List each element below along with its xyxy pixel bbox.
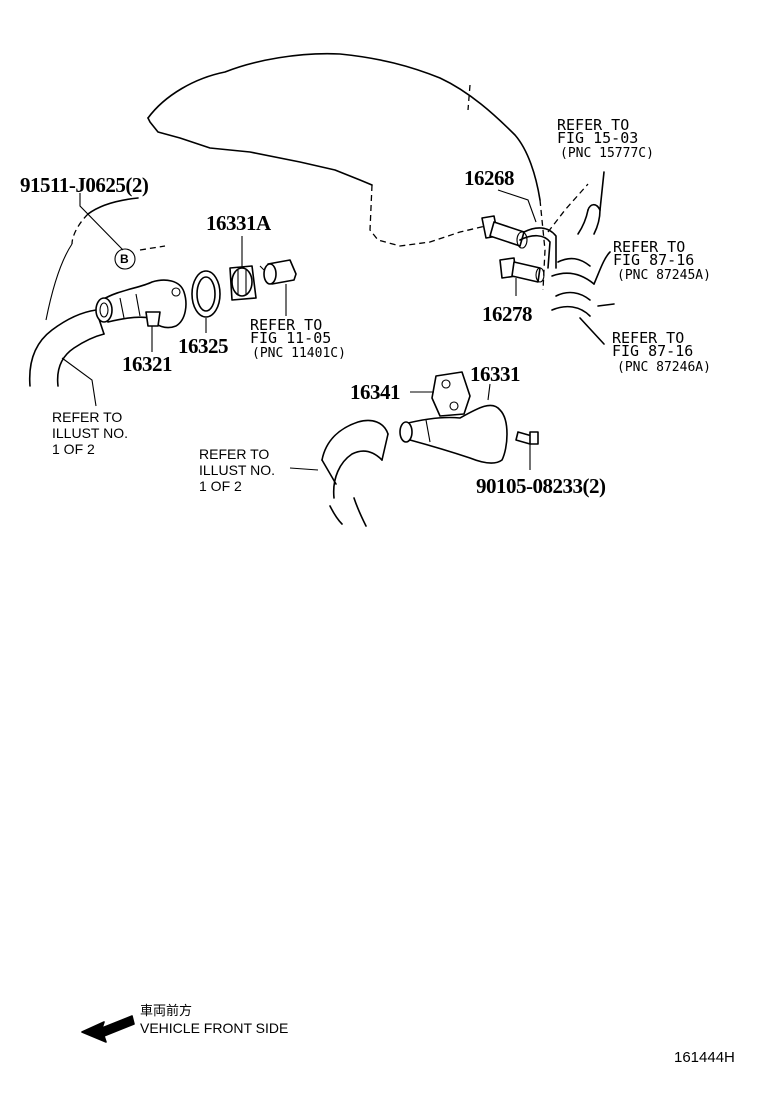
callout-16321: 16321 [122, 352, 173, 376]
ref-fig8716a-line2: FIG 87-16 [613, 251, 695, 269]
ref-fig8716b-pnc: (PNC 87246A) [617, 360, 711, 375]
ref-fig8716b-line1: REFER TO [612, 329, 685, 347]
ref-illust-left-line2: ILLUST NO. [52, 425, 128, 441]
ref-illust-mid-line2: ILLUST NO. [199, 462, 275, 478]
callout-b-letter: B [120, 252, 129, 266]
ref-fig8716a-line1: REFER TO [613, 238, 686, 256]
ref-fig1105-line2: FIG 11-05 [250, 329, 332, 347]
callout-16325: 16325 [178, 334, 229, 358]
callout-16268: 16268 [464, 166, 515, 190]
ref-illust-left-line1: REFER TO [52, 409, 123, 425]
direction-japanese: 車両前方 [140, 1003, 193, 1018]
callout-b-circle [114, 248, 136, 270]
ref-illust-mid-line3: 1 OF 2 [199, 478, 242, 494]
ref-fig1105-line1: REFER TO [250, 316, 323, 334]
engine-outline [147, 52, 589, 291]
thermostat-16331A [229, 236, 257, 301]
ref-fig8716b-line2: FIG 87-16 [612, 342, 694, 360]
bolt-90105 [515, 431, 539, 470]
callout-91511-J0625: 91511-J0625(2) [20, 173, 149, 197]
callout-16331: 16331 [470, 362, 521, 386]
pipe-16278 [499, 257, 545, 296]
heater-hoses-right [551, 171, 615, 345]
leader-lines [61, 265, 265, 407]
gasket-16341 [410, 371, 471, 417]
bypass-pipe-16268 [481, 189, 557, 269]
ref-illust-left-line3: 1 OF 2 [52, 441, 95, 457]
water-inlet-16321 [95, 279, 187, 352]
ref-fig1105-pnc: (PNC 11401C) [252, 346, 346, 361]
leader-91511 [79, 193, 166, 270]
callout-90105-08233: 90105-08233(2) [476, 474, 606, 498]
water-outlet-16331 [399, 383, 508, 464]
ref-fig8716a-pnc: (PNC 87245A) [617, 268, 711, 283]
middle-radiator-hose [289, 419, 389, 527]
ref-fig1503-line1: REFER TO [557, 116, 630, 134]
ref-fig1503-pnc: (PNC 15777C) [560, 146, 654, 161]
ref-fig1503-line2: FIG 15-03 [557, 129, 639, 147]
callout-16331A: 16331A [206, 211, 271, 235]
direction-english: VEHICLE FRONT SIDE [140, 1020, 289, 1036]
ref-illust-mid-line1: REFER TO [199, 446, 270, 462]
callout-16341: 16341 [350, 380, 401, 404]
sensor-fig1105 [263, 259, 297, 316]
callout-16278: 16278 [482, 302, 533, 326]
vehicle-front-arrow [81, 1015, 135, 1043]
gasket-16325 [191, 270, 221, 333]
figure-id: 161444H [674, 1049, 735, 1066]
